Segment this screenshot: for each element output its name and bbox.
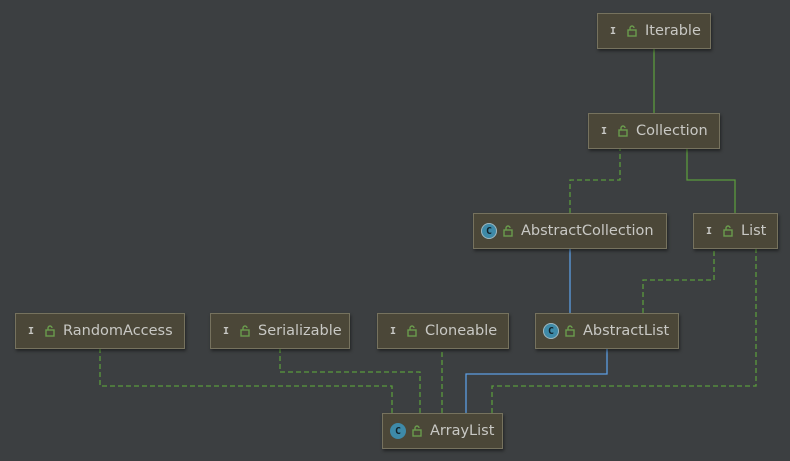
node-abstract-list[interactable]: C AbstractList <box>535 313 679 349</box>
interface-icon: I <box>609 25 617 37</box>
interface-icon: I <box>27 325 35 337</box>
edge-array-list-to-abstract-list <box>465 337 614 413</box>
edge-abstract-collection-to-collection <box>569 137 627 213</box>
node-label: RandomAccess <box>63 323 173 339</box>
node-serializable[interactable]: I Serializable <box>210 313 350 349</box>
interface-icon: I <box>705 225 713 237</box>
abstract-class-icon: C <box>543 323 559 339</box>
node-label: AbstractList <box>583 323 670 339</box>
abstract-class-icon: C <box>481 223 497 239</box>
node-random-access[interactable]: I RandomAccess <box>15 313 185 349</box>
node-array-list[interactable]: C ArrayList <box>382 413 503 449</box>
node-label: Iterable <box>645 23 701 39</box>
node-label: List <box>741 223 767 239</box>
class-icon: C <box>390 423 406 439</box>
node-label: Cloneable <box>425 323 498 339</box>
node-label: Serializable <box>258 323 342 339</box>
edge-array-list-to-random-access <box>93 337 393 413</box>
node-cloneable[interactable]: I Cloneable <box>377 313 509 349</box>
node-label: ArrayList <box>430 423 495 439</box>
unlock-icon <box>618 125 628 137</box>
node-abstract-collection[interactable]: C AbstractCollection <box>473 213 667 249</box>
edge-array-list-to-serializable <box>273 337 421 413</box>
interface-icon: I <box>222 325 230 337</box>
unlock-icon <box>723 225 733 237</box>
unlock-icon <box>407 325 417 337</box>
unlock-icon <box>45 325 55 337</box>
unlock-icon <box>565 325 575 337</box>
edge-list-to-collection <box>680 137 736 213</box>
node-label: Collection <box>636 123 708 139</box>
unlock-icon <box>627 25 637 37</box>
unlock-icon <box>503 225 513 237</box>
unlock-icon <box>412 425 422 437</box>
unlock-icon <box>240 325 250 337</box>
edge-abstract-list-to-list <box>642 237 721 313</box>
interface-icon: I <box>389 325 397 337</box>
node-list[interactable]: I List <box>693 213 778 249</box>
node-collection[interactable]: I Collection <box>588 113 720 149</box>
node-label: AbstractCollection <box>521 223 654 239</box>
node-iterable[interactable]: I Iterable <box>597 13 711 49</box>
interface-icon: I <box>600 125 608 137</box>
